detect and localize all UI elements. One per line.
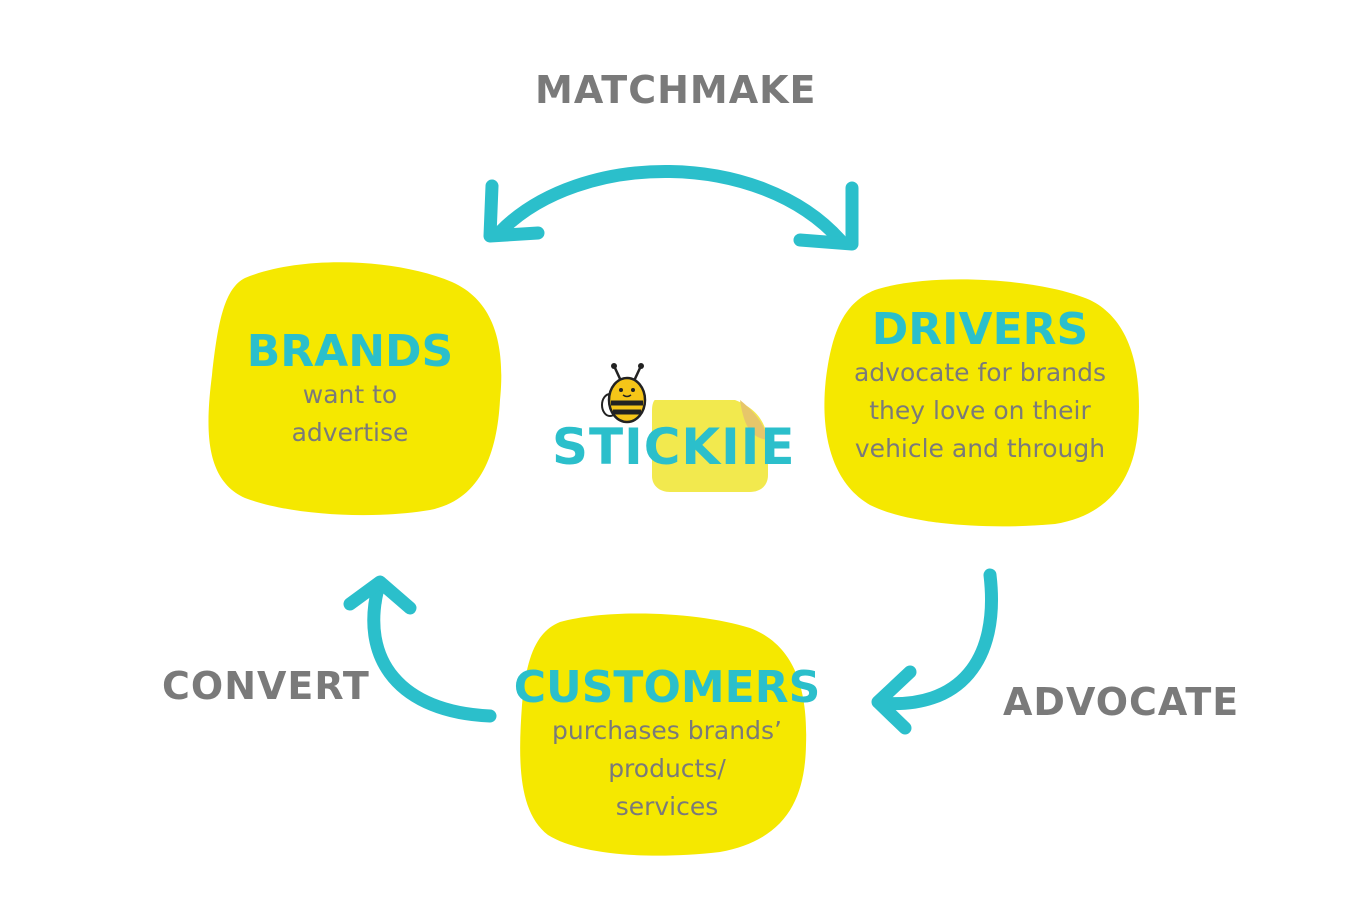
brands-desc: want to advertise	[230, 376, 470, 452]
drivers-node: DRIVERS advocate for brands they love on…	[832, 304, 1128, 468]
customers-node: CUSTOMERS purchases brands’ products/ se…	[512, 662, 822, 826]
drivers-desc-line: they love on their	[869, 396, 1091, 426]
customers-title: CUSTOMERS	[513, 662, 821, 713]
advocate-arrow	[871, 568, 998, 735]
drivers-blob	[824, 279, 1139, 527]
logo-wordmark: STICKIIE	[552, 418, 796, 476]
advocate-label: ADVOCATE	[1003, 680, 1240, 724]
drivers-title: DRIVERS	[871, 304, 1089, 355]
customers-desc: purchases brands’ products/ services	[512, 712, 822, 826]
customers-desc-line: services	[615, 792, 719, 822]
brands-desc-line: advertise	[291, 418, 409, 448]
drivers-desc-line: vehicle and through	[854, 434, 1106, 464]
customers-blob	[520, 613, 807, 856]
convert-arrow	[343, 575, 497, 723]
brands-desc-line: want to	[302, 380, 398, 410]
customers-desc-line: products/	[608, 754, 726, 784]
matchmake-label: MATCHMAKE	[535, 68, 817, 112]
brands-node: BRANDS want to advertise	[230, 326, 470, 452]
convert-label: CONVERT	[162, 664, 370, 708]
logo-sticky-note	[652, 400, 768, 492]
drivers-desc: advocate for brands they love on their v…	[832, 354, 1128, 468]
bee-icon	[601, 363, 647, 424]
drivers-desc-line: advocate for brands	[853, 358, 1106, 388]
brands-title: BRANDS	[246, 326, 454, 377]
brands-blob	[208, 262, 502, 516]
customers-desc-line: purchases brands’	[552, 716, 782, 746]
matchmake-arrow	[483, 165, 859, 251]
